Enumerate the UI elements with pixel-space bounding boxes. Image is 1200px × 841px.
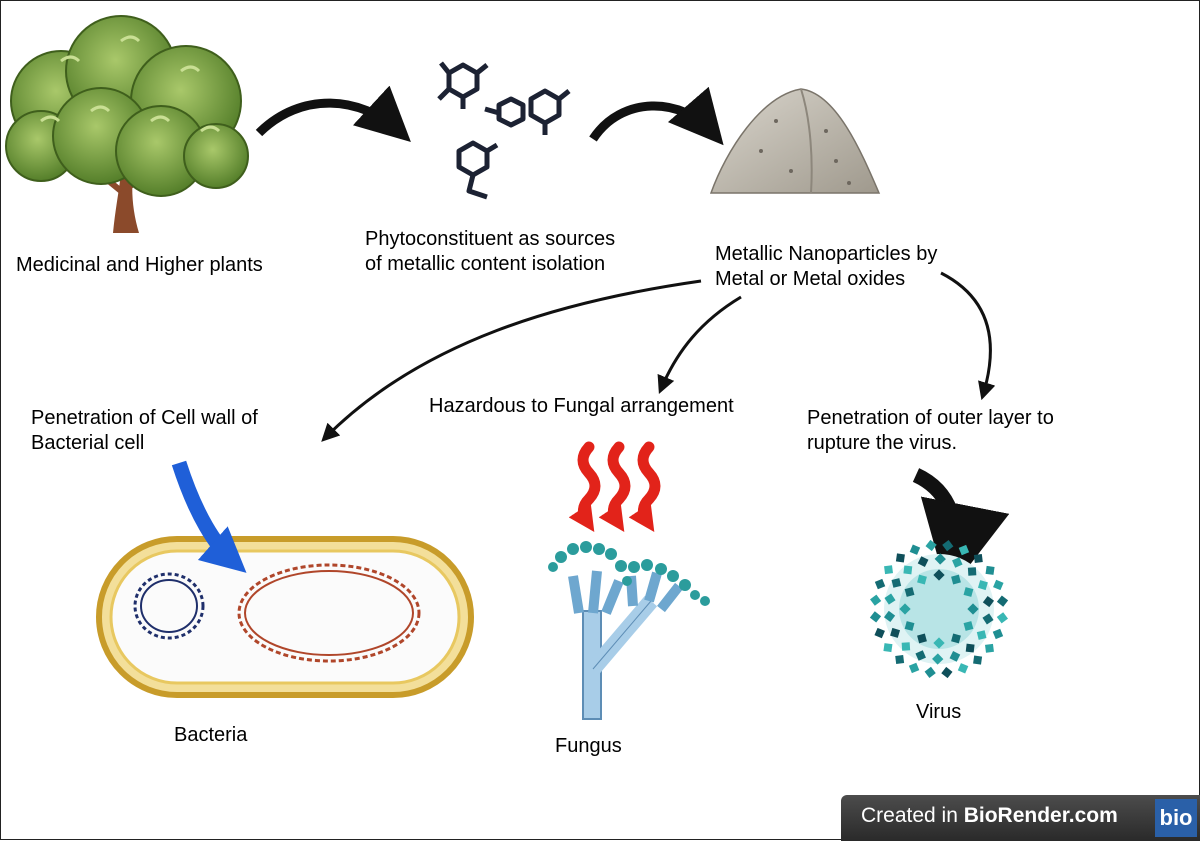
virus-spike [963,587,974,597]
virus-caption: Virus [916,701,962,723]
virus-spike [891,578,902,588]
virus-spike [909,544,921,555]
virus-spike [941,666,953,679]
virus-spike [903,565,913,575]
heat-wave-icon [568,441,661,532]
biorender-badge[interactable]: Created in BioRender.com bio [841,795,1200,841]
virus-spike [933,637,945,649]
phytoconstituent-label-line2: of metallic content isolation [365,253,606,275]
virus-spike [982,613,994,625]
badge-prefix: Created in [861,804,964,827]
biorender-logo-icon: bio [1155,799,1197,837]
virus-effect-label-line2: rupture the virus. [807,432,958,454]
virus-spike [908,662,920,674]
virus-spike [901,642,911,651]
bacteria-effect-label-line2: Bacterial cell [31,432,145,454]
virus-spike [977,580,988,591]
virus-icon [869,539,1009,679]
virus-spike [982,595,995,608]
fungi-effect-label: Hazardous to Fungal arrangement [429,395,734,417]
virus-spike [967,567,977,576]
virus-spike [985,565,995,575]
virus-spike [958,544,970,556]
virus-spike [951,633,961,644]
fungus-caption: Fungus [555,735,622,757]
virus-spike [924,666,936,678]
virus-spike [949,651,961,662]
molecule-icon [437,61,571,200]
virus-spike [965,643,975,653]
badge-text: Created in BioRender.com [861,804,1118,828]
virus-spike [934,553,946,565]
virus-spike [917,633,927,644]
curved-arrow-icon [589,86,724,146]
tree-icon [5,15,249,233]
virus-spike [899,603,911,615]
virus-spike [993,579,1004,591]
virus-spike [963,621,974,631]
nanoparticles-label-line1: Metallic Nanoparticles by [715,243,938,265]
virus-spike [884,593,896,605]
curved-arrow-icon [940,271,996,401]
virus-spike [917,556,929,567]
virus-spike [973,655,983,665]
virus-spike [992,628,1004,640]
bacteria-effect-label-line1: Penetration of Cell wall of [31,407,258,429]
bacteria-penetration-arrow [171,460,247,573]
virus-spike [967,603,979,615]
virus-spike [973,554,983,563]
virus-spike [996,612,1008,624]
nanoparticles-label-line2: Metal or Metal oxides [715,268,906,290]
virus-spike [985,643,994,653]
virus-spike [874,578,886,590]
virus-spike [925,539,937,552]
virus-spike [895,553,905,563]
virus-spike [869,611,882,623]
virus-spike [895,655,905,664]
virus-spike [957,663,969,674]
virus-spike [932,653,944,665]
virus-spike [883,643,893,653]
virus-spike [917,574,927,585]
virus-spike [870,594,882,606]
virus-spike [904,587,915,597]
virus-spike [904,621,915,631]
virus-spike [915,650,926,661]
virus-spike [996,595,1009,607]
virus-spike [952,557,963,568]
medicinal-plants-label: Medicinal and Higher plants [16,254,263,276]
virus-spike [890,627,901,638]
virus-spike [874,627,885,639]
powder-pile-icon [709,88,881,194]
phytoconstituent-label-line1: Phytoconstituent as sources [365,228,616,250]
badge-brand: BioRender.com [963,804,1118,827]
curved-arrow-icon [255,85,411,142]
bacteria-icon [96,536,474,698]
virus-spike [883,610,896,623]
bacteria-caption: Bacteria [174,724,248,746]
curved-arrow-icon [657,295,742,394]
virus-spike [933,569,945,581]
virus-spike [942,540,954,552]
virus-spike [976,630,987,640]
curved-arrow-icon [321,279,702,442]
virus-spike [951,574,961,585]
virus-spike [884,565,893,575]
virus-penetration-arrow [912,468,1010,594]
fungus-icon [548,541,710,720]
virus-effect-label-line1: Penetration of outer layer to [807,407,1054,429]
